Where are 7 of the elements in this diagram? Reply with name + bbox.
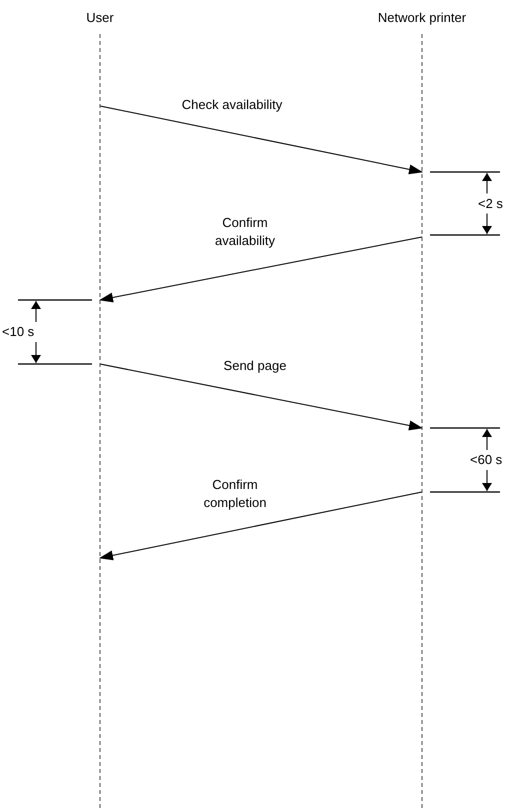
message-arrow bbox=[100, 106, 423, 174]
message-arrow bbox=[99, 492, 422, 560]
lifeline-title: Network printer bbox=[376, 10, 468, 25]
duration-label: <2 s bbox=[478, 196, 503, 212]
message-arrow bbox=[100, 364, 423, 430]
lifeline-title: User bbox=[85, 10, 115, 25]
message-arrow bbox=[99, 236, 422, 302]
